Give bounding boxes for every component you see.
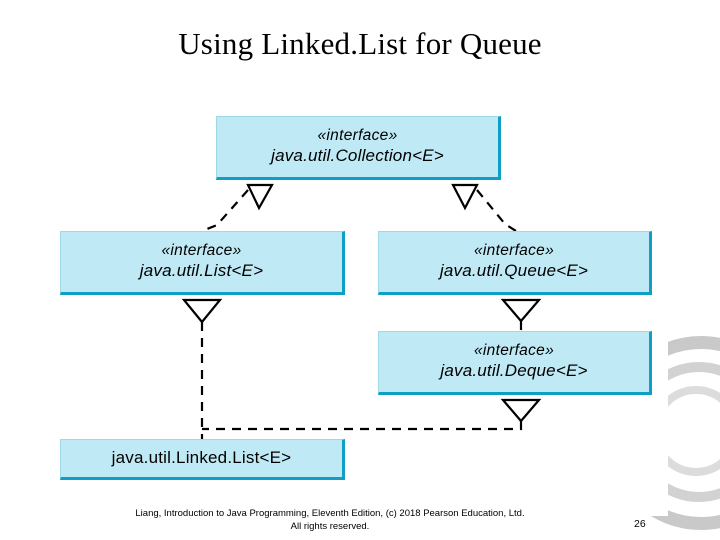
- page-number: 26: [634, 518, 646, 530]
- uml-node-linkedlist[interactable]: java.util.Linked.List<E>: [60, 439, 345, 480]
- uml-node-deque-name: java.util.Deque<E>: [440, 361, 588, 381]
- uml-node-collection-stereotype: «interface»: [317, 127, 398, 145]
- uml-node-queue-name: java.util.Queue<E>: [439, 261, 589, 281]
- uml-node-queue[interactable]: «interface» java.util.Queue<E>: [378, 231, 652, 295]
- uml-node-list[interactable]: «interface» java.util.List<E>: [60, 231, 345, 295]
- uml-node-list-stereotype: «interface»: [161, 242, 242, 260]
- slide-title: Using Linked.List for Queue: [178, 26, 542, 61]
- slide-footer: Liang, Introduction to Java Programming,…: [0, 508, 660, 534]
- uml-node-collection[interactable]: «interface» java.util.Collection<E>: [216, 116, 501, 180]
- edge-list-to-collection: [201, 183, 274, 233]
- footer-line-2: All rights reserved.: [290, 520, 370, 532]
- edge-linkedlist-to-deque: [202, 398, 542, 431]
- uml-node-deque[interactable]: «interface» java.util.Deque<E>: [378, 331, 652, 395]
- footer-line-1: Liang, Introduction to Java Programming,…: [135, 508, 525, 519]
- uml-node-deque-stereotype: «interface»: [474, 342, 554, 360]
- edge-queue-to-collection: [451, 183, 517, 232]
- uml-node-queue-stereotype: «interface»: [474, 242, 554, 260]
- uml-node-list-name: java.util.List<E>: [139, 261, 264, 281]
- edge-deque-to-queue: [500, 298, 542, 331]
- edge-linkedlist-to-list: [181, 298, 223, 439]
- uml-node-collection-name: java.util.Collection<E>: [271, 146, 444, 166]
- uml-node-linkedlist-name: java.util.Linked.List<E>: [111, 448, 292, 468]
